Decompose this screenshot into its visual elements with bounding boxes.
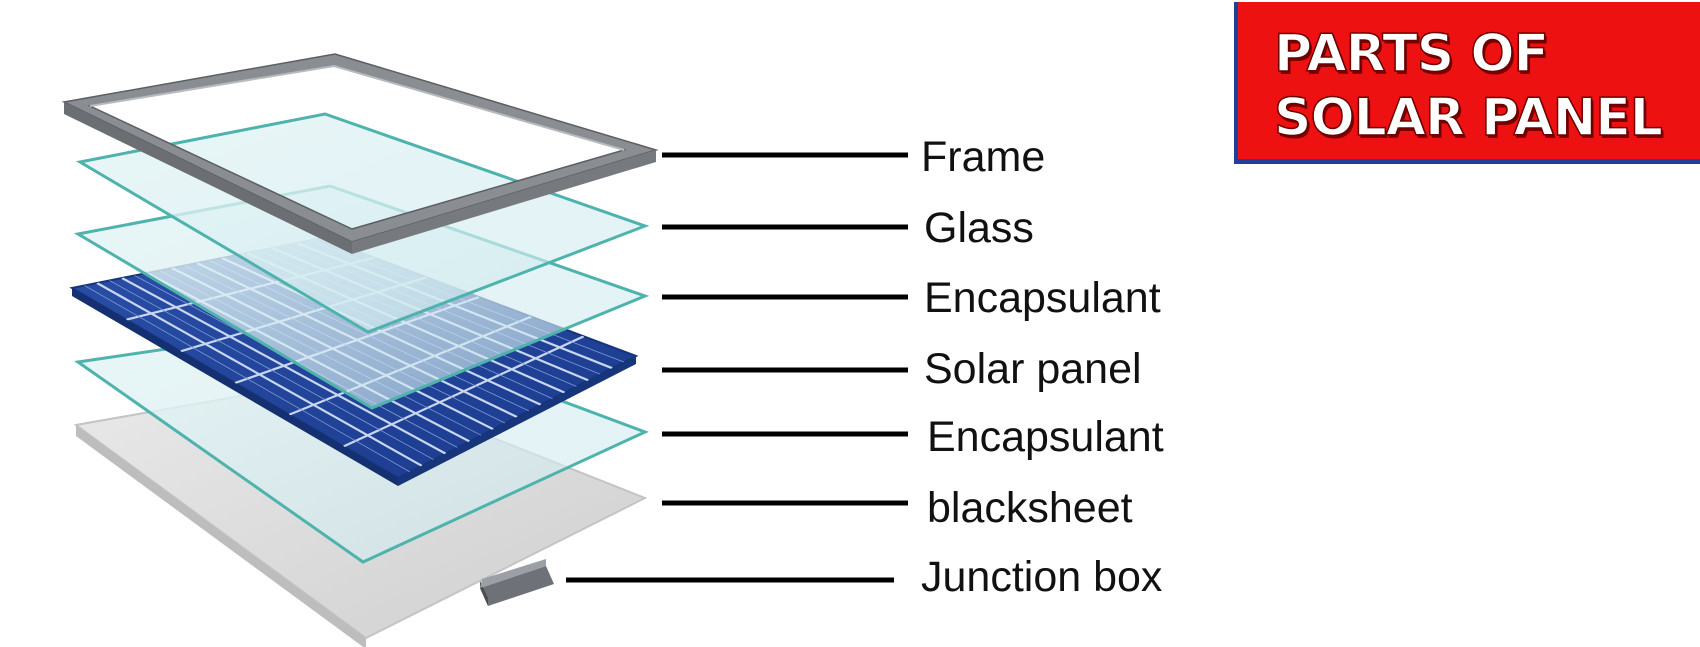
leader-lines	[566, 152, 908, 583]
label-frame: Frame	[921, 133, 1046, 181]
label-encapsulant-lower: Encapsulant	[927, 413, 1164, 461]
label-encapsulant-upper: Encapsulant	[924, 274, 1161, 322]
title-banner: PARTS OF SOLAR PANEL	[1234, 2, 1700, 164]
label-backsheet: blacksheet	[927, 484, 1133, 532]
label-glass: Glass	[924, 204, 1034, 252]
label-junction-box: Junction box	[921, 553, 1163, 601]
cell-grid-line	[343, 335, 585, 448]
cell-busbar-line	[109, 280, 434, 461]
label-solar-panel: Solar panel	[924, 345, 1142, 393]
frame-layer	[61, 53, 659, 254]
cell-busbar-line	[84, 285, 411, 473]
title-line-2: SOLAR PANEL	[1273, 88, 1663, 148]
junction-box	[480, 559, 554, 606]
title-line-1: PARTS OF	[1273, 24, 1550, 84]
